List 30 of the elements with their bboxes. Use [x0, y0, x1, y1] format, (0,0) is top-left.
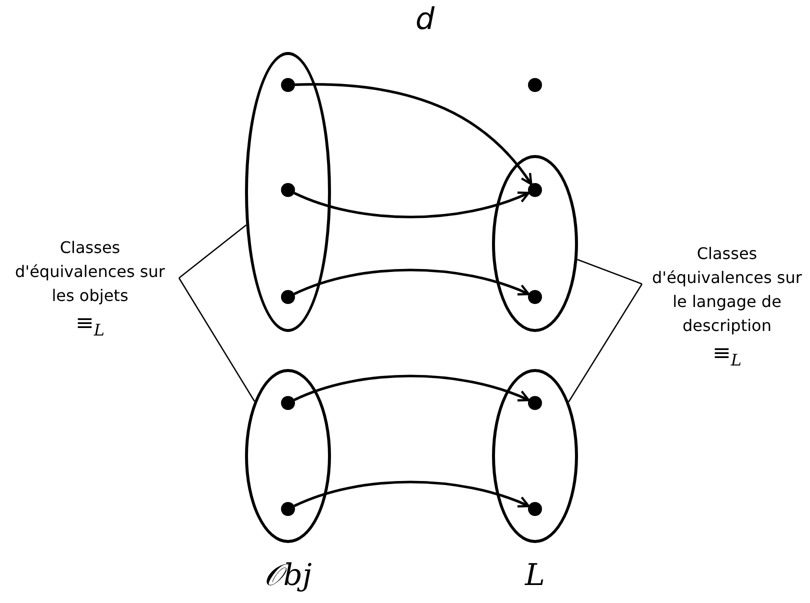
leader-line: [178, 224, 247, 279]
leader-line: [178, 278, 256, 402]
arrow: [294, 480, 530, 508]
set-ellipse: [492, 369, 578, 543]
arrow: [294, 191, 530, 218]
annotation-text: Classes d'équivalences sur les objets: [15, 237, 165, 307]
point-dot: [281, 502, 295, 516]
point-dot: [281, 78, 295, 92]
annotation-text: Classes d'équivalences sur le langage de description: [652, 243, 802, 337]
point-dot: [528, 502, 542, 516]
math-symbol: ≡$_{L}$: [75, 312, 105, 342]
leader-line: [577, 258, 642, 285]
point-dot: [281, 183, 295, 197]
point-dot: [528, 396, 542, 410]
leader-line: [568, 284, 643, 402]
point-dot: [528, 183, 542, 197]
set-ellipse: [245, 369, 331, 543]
set-label: 𝒪bj: [264, 558, 312, 593]
point-dot: [281, 290, 295, 304]
point-dot: [528, 290, 542, 304]
arrow: [294, 83, 532, 186]
math-symbol: ≡$_{L}$: [712, 342, 742, 372]
set-label: L: [525, 558, 545, 593]
point-dot: [281, 396, 295, 410]
point-dot: [528, 78, 542, 92]
set-ellipse: [245, 52, 331, 332]
arrow: [294, 268, 530, 296]
function-label: d: [415, 2, 435, 37]
set-ellipse: [492, 155, 578, 332]
arrow: [294, 374, 530, 402]
